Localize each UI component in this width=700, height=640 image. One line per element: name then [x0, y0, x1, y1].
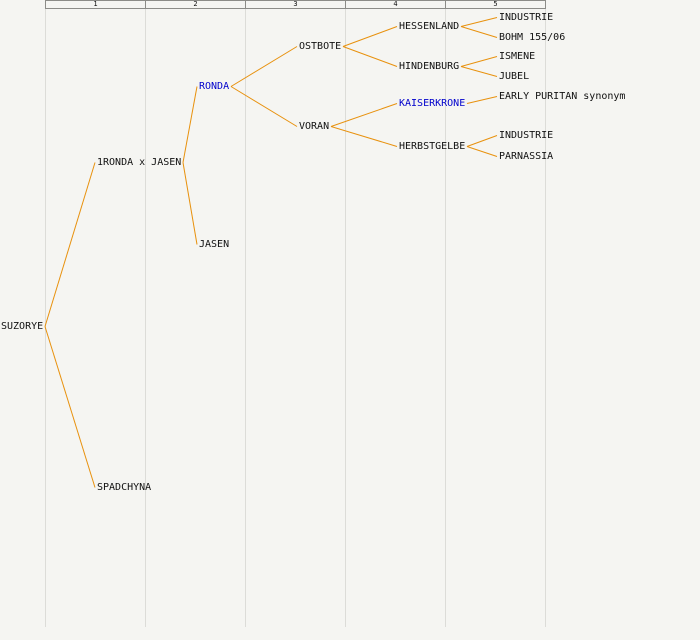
pedigree-edge — [342, 26, 398, 47]
pedigree-edge — [460, 26, 498, 38]
column-divider — [245, 0, 246, 627]
pedigree-edge — [182, 162, 198, 245]
tree-node-early_puritan[interactable]: EARLY PURITAN synonym — [499, 91, 626, 102]
tree-node-ismene[interactable]: ISMENE — [499, 51, 536, 62]
pedigree-edge — [44, 162, 96, 327]
tree-node-jasen[interactable]: JASEN — [199, 239, 230, 250]
pedigree-edge — [230, 46, 298, 87]
tree-node-industrie_b[interactable]: INDUSTRIE — [499, 130, 554, 141]
pedigree-edge — [230, 86, 298, 127]
pedigree-edge — [466, 96, 498, 104]
pedigree-edge — [460, 17, 498, 27]
tree-node-ostbote[interactable]: OSTBOTE — [299, 41, 342, 52]
pedigree-edge — [44, 326, 96, 488]
tree-node-industrie_a[interactable]: INDUSTRIE — [499, 12, 554, 23]
tree-node-suzorye[interactable]: SUZORYE — [1, 321, 44, 332]
tree-node-ronda[interactable]: RONDA — [199, 81, 230, 92]
tree-node-ronda_x_jasen[interactable]: 1RONDA x JASEN — [97, 157, 182, 168]
pedigree-edge — [330, 103, 398, 127]
pedigree-edge — [182, 86, 198, 163]
pedigree-edge — [342, 46, 398, 67]
tree-node-voran[interactable]: VORAN — [299, 121, 330, 132]
tree-node-kaiserkrone[interactable]: KAISERKRONE — [399, 98, 466, 109]
pedigree-edge — [330, 126, 398, 147]
tree-node-bohm[interactable]: BOHM 155/06 — [499, 32, 566, 43]
pedigree-edge — [460, 66, 498, 77]
column-divider — [445, 0, 446, 627]
pedigree-edge — [466, 146, 498, 157]
column-divider — [45, 0, 46, 627]
pedigree-edge — [460, 56, 498, 67]
tree-node-parnassia[interactable]: PARNASSIA — [499, 151, 554, 162]
column-divider — [345, 0, 346, 627]
generation-header-5: 5 — [445, 0, 546, 9]
tree-node-spadchyna[interactable]: SPADCHYNA — [97, 482, 152, 493]
tree-node-hessenland[interactable]: HESSENLAND — [399, 21, 460, 32]
tree-node-jubel[interactable]: JUBEL — [499, 71, 530, 82]
column-divider — [545, 0, 546, 627]
tree-node-hindenburg[interactable]: HINDENBURG — [399, 61, 460, 72]
pedigree-edge — [466, 135, 498, 147]
tree-node-herbstgelbe[interactable]: HERBSTGELBE — [399, 141, 466, 152]
column-divider — [145, 0, 146, 627]
